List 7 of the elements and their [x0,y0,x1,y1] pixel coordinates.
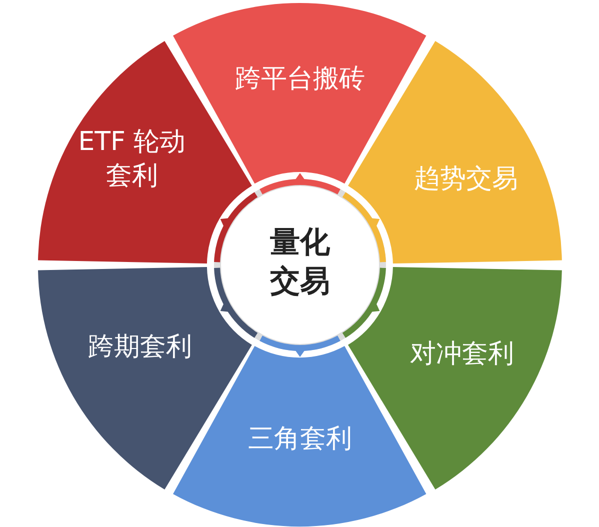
segment-label: 对冲套利 [408,338,515,372]
segment-label: 趋势交易 [412,163,519,196]
center-label: 量化交易 [269,224,331,301]
segment-label: 跨期套利 [86,331,193,364]
segment-label: ETF 轮动套利 [77,126,187,193]
segment-label: 跨平台搬砖 [234,63,366,96]
segment-label: 三角套利 [246,423,353,456]
